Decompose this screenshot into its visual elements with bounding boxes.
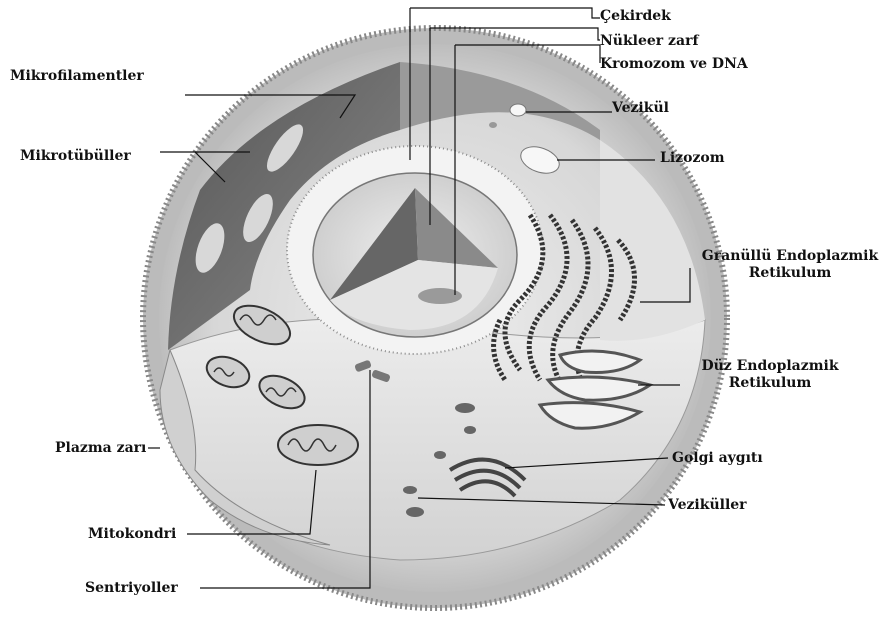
label-golgi: Golgi aygıtı	[672, 450, 763, 467]
label-kromozom: Kromozom ve DNA	[600, 56, 748, 73]
label-vezikuller: Veziküller	[668, 497, 747, 514]
label-granullu-er-line2: Retikulum	[690, 265, 890, 282]
label-vezikul: Vezikül	[612, 100, 669, 117]
label-duz-er-line1: Düz Endoplazmik	[680, 358, 860, 375]
vesicle-dot	[489, 122, 497, 128]
label-mikrotubuller: Mikrotübüller	[20, 148, 131, 165]
label-sentriyoller: Sentriyoller	[85, 580, 178, 597]
label-plazma-zari: Plazma zarı	[55, 440, 146, 457]
label-nukleer-zarf: Nükleer zarf	[600, 33, 698, 50]
label-mitokondri: Mitokondri	[88, 526, 176, 543]
label-mikrofilamentler: Mikrofilamentler	[10, 68, 144, 85]
label-duz-er: Düz Endoplazmik Retikulum	[680, 358, 860, 392]
label-granullu-er-line1: Granüllü Endoplazmik	[690, 248, 890, 265]
vesicle-shape	[510, 104, 526, 116]
label-lizozom: Lizozom	[660, 150, 725, 167]
label-granullu-er: Granüllü Endoplazmik Retikulum	[690, 248, 890, 282]
label-duz-er-line2: Retikulum	[680, 375, 860, 392]
label-cekirdek: Çekirdek	[600, 8, 671, 25]
